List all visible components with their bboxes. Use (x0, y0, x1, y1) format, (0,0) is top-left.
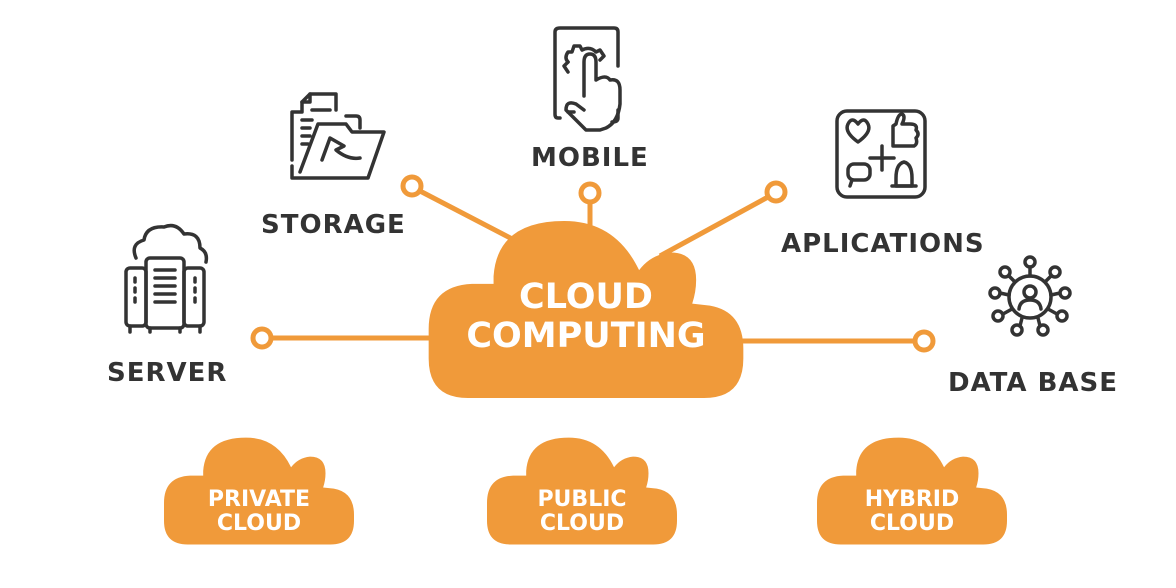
node-label-server: SERVER (107, 358, 228, 388)
node-label-mobile: MOBILE (531, 143, 649, 173)
connector-endpoint-storage (400, 174, 424, 198)
connector-endpoint-mobile (578, 181, 602, 205)
folder-documents-icon (290, 92, 386, 180)
public-cloud-label-line1: PUBLIC (537, 487, 627, 512)
connector-storage (418, 188, 522, 246)
phone-touch-gear-icon (553, 26, 622, 132)
connector-endpoint-applications (764, 180, 788, 204)
connectors (250, 174, 936, 353)
hybrid-cloud-label-line2: CLOUD (869, 511, 955, 537)
main-cloud-title: CLOUD COMPUTING (427, 278, 745, 355)
public-cloud-label: PUBLIC CLOUD (487, 487, 677, 537)
server-cloud-icon (124, 223, 209, 334)
private-cloud-label-line1: PRIVATE (207, 487, 311, 512)
node-label-applications: APLICATIONS (781, 229, 985, 259)
connector-endpoint-server (250, 326, 274, 350)
node-label-storage: STORAGE (261, 210, 406, 240)
node-label-database: DATA BASE (948, 368, 1119, 398)
hybrid-cloud-label: HYBRID CLOUD (817, 487, 1007, 537)
private-cloud-label-line2: CLOUD (216, 511, 302, 537)
connector-applications (658, 194, 770, 259)
connector-endpoint-database (912, 329, 936, 353)
apps-social-icon (835, 109, 927, 199)
main-cloud-title-line2: COMPUTING (466, 315, 706, 356)
network-user-icon (988, 255, 1072, 337)
main-cloud-title-line1: CLOUD (519, 277, 653, 317)
public-cloud-label-line2: CLOUD (539, 511, 625, 537)
private-cloud-label: PRIVATE CLOUD (164, 487, 354, 537)
hybrid-cloud-label-line1: HYBRID (864, 487, 960, 512)
